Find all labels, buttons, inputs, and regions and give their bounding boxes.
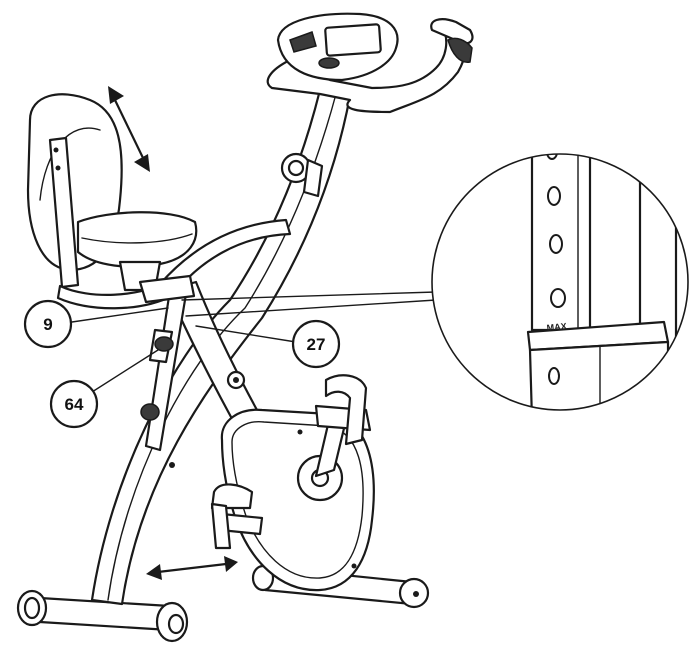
detail-inset: MAX: [431, 153, 689, 411]
callout-27: 27: [291, 319, 341, 369]
callout-64-label: 64: [65, 395, 84, 414]
crank-and-pedals: [210, 374, 372, 550]
callout-9: 9: [23, 299, 73, 349]
seat-post: [140, 288, 188, 468]
max-marking: MAX: [546, 321, 567, 333]
callout-9-label: 9: [43, 315, 52, 334]
backrest-adjust-arrow: [108, 86, 150, 172]
callout-64: 64: [49, 379, 99, 429]
side-handles: [56, 218, 292, 310]
handlebar-assembly: [266, 12, 474, 114]
tension-knob: [280, 152, 324, 198]
stabilizer-adjust-arrow: [146, 556, 238, 580]
callout-27-label: 27: [307, 335, 326, 354]
callout-leaders: [71, 291, 437, 393]
front-stabilizer: [16, 589, 189, 643]
